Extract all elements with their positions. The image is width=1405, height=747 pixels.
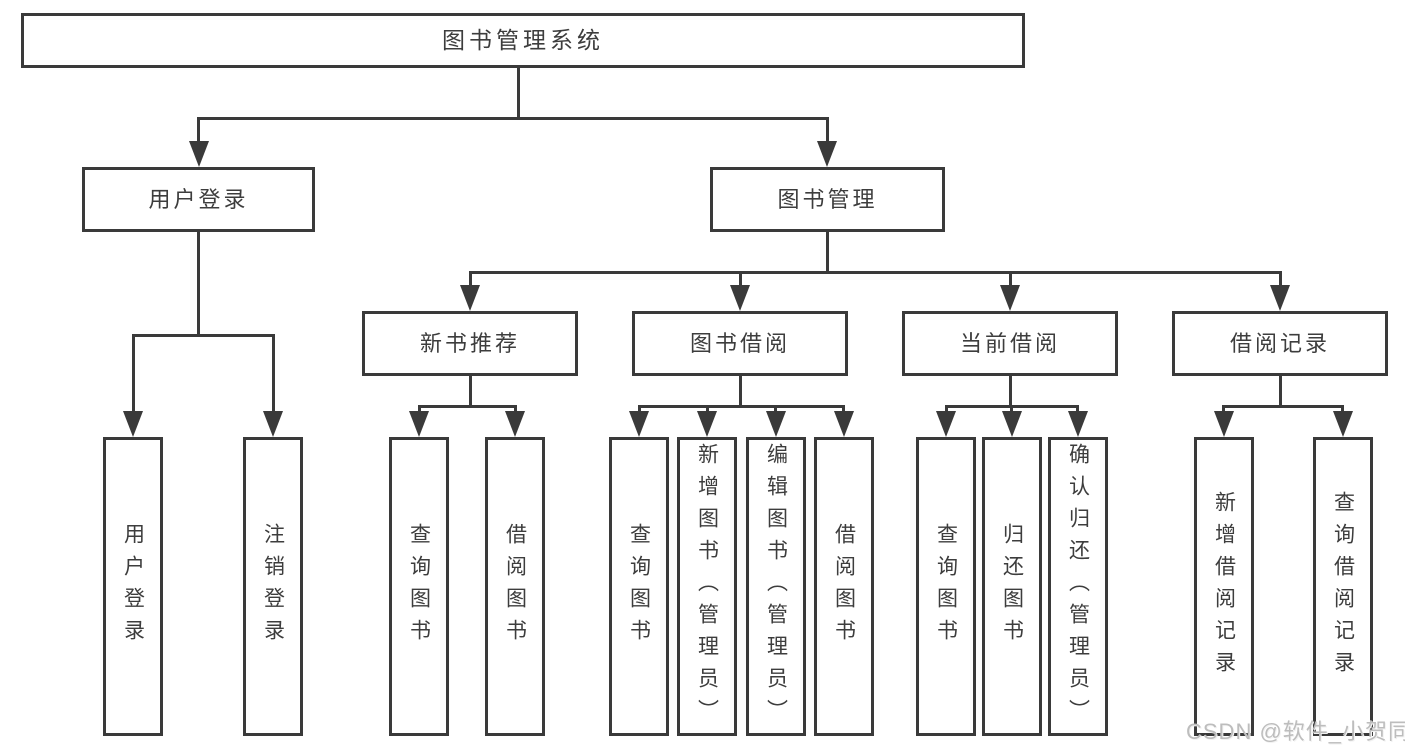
leaf-query-books-current: 查询图书 (916, 437, 976, 736)
connector-line (638, 405, 845, 408)
arrow-down-icon (505, 411, 525, 437)
connector-line (739, 376, 742, 408)
arrow-down-icon (1270, 285, 1290, 311)
node-new-book-recommend-label: 新书推荐 (419, 330, 520, 356)
leaf-logout: 注销登录 (243, 437, 303, 736)
arrow-down-icon (766, 411, 786, 437)
leaf-edit-books-admin: 编辑图书（管理员） (746, 437, 806, 736)
csdn-watermark: CSDN @软件_小贺同学 (1186, 719, 1405, 744)
leaf-query-books-recommend: 查询图书 (389, 437, 449, 736)
connector-line (1222, 405, 1344, 408)
connector-line (132, 334, 275, 337)
node-user-login-label: 用户登录 (148, 186, 249, 212)
leaf-confirm-return-admin-label: 确认归还（管理员） (1066, 442, 1090, 731)
leaf-query-books-current-label: 查询图书 (934, 522, 958, 651)
connector-line (469, 376, 472, 408)
connector-line (1009, 376, 1012, 408)
connector-line (739, 271, 742, 291)
leaf-borrow-books-recommend-label: 借阅图书 (503, 522, 527, 651)
connector-line (197, 117, 200, 149)
connector-line (826, 232, 829, 274)
node-user-login: 用户登录 (82, 167, 315, 232)
leaf-logout-label: 注销登录 (261, 522, 285, 651)
arrow-down-icon (1000, 285, 1020, 311)
arrow-down-icon (817, 141, 837, 167)
arrow-down-icon (189, 141, 209, 167)
arrow-down-icon (123, 411, 143, 437)
connector-line (132, 334, 135, 416)
leaf-query-books-borrowing: 查询图书 (609, 437, 669, 736)
leaf-query-borrow-record: 查询借阅记录 (1313, 437, 1373, 736)
node-current-borrowing-label: 当前借阅 (959, 330, 1060, 356)
arrow-down-icon (460, 285, 480, 311)
node-new-book-recommend: 新书推荐 (362, 311, 578, 376)
connector-line (1279, 376, 1282, 408)
connector-line (469, 271, 472, 291)
arrow-down-icon (936, 411, 956, 437)
leaf-user-login-label: 用户登录 (121, 522, 145, 651)
arrow-down-icon (629, 411, 649, 437)
leaf-add-borrow-record: 新增借阅记录 (1194, 437, 1254, 736)
connector-line (517, 68, 520, 117)
node-library-system-label: 图书管理系统 (442, 27, 604, 53)
arrow-down-icon (1333, 411, 1353, 437)
leaf-confirm-return-admin: 确认归还（管理员） (1048, 437, 1108, 736)
arrow-down-icon (263, 411, 283, 437)
connector-line (197, 232, 200, 337)
arrow-down-icon (1068, 411, 1088, 437)
arrow-down-icon (1002, 411, 1022, 437)
node-book-borrowing: 图书借阅 (632, 311, 848, 376)
leaf-add-borrow-record-label: 新增借阅记录 (1212, 490, 1236, 683)
node-borrowing-records-label: 借阅记录 (1229, 330, 1330, 356)
arrow-down-icon (730, 285, 750, 311)
node-book-management-label: 图书管理 (777, 186, 878, 212)
connector-line (826, 117, 829, 149)
leaf-edit-books-admin-label: 编辑图书（管理员） (764, 442, 788, 731)
leaf-user-login: 用户登录 (103, 437, 163, 736)
arrow-down-icon (1214, 411, 1234, 437)
leaf-borrow-books: 借阅图书 (814, 437, 874, 736)
connector-line (1279, 271, 1282, 291)
connector-line (272, 334, 275, 416)
node-library-system: 图书管理系统 (21, 13, 1025, 68)
node-book-management: 图书管理 (710, 167, 945, 232)
leaf-return-books-label: 归还图书 (1000, 522, 1024, 651)
leaf-add-books-admin: 新增图书（管理员） (677, 437, 737, 736)
connector-line (1009, 271, 1012, 291)
connector-line (197, 117, 829, 120)
arrow-down-icon (697, 411, 717, 437)
node-borrowing-records: 借阅记录 (1172, 311, 1388, 376)
leaf-query-books-borrowing-label: 查询图书 (627, 522, 651, 651)
node-current-borrowing: 当前借阅 (902, 311, 1118, 376)
leaf-query-borrow-record-label: 查询借阅记录 (1331, 490, 1355, 683)
node-book-borrowing-label: 图书借阅 (689, 330, 790, 356)
connector-line (469, 271, 1282, 274)
connector-line (418, 405, 517, 408)
leaf-return-books: 归还图书 (982, 437, 1042, 736)
arrow-down-icon (409, 411, 429, 437)
leaf-borrow-books-recommend: 借阅图书 (485, 437, 545, 736)
leaf-query-books-recommend-label: 查询图书 (407, 522, 431, 651)
arrow-down-icon (834, 411, 854, 437)
leaf-add-books-admin-label: 新增图书（管理员） (695, 442, 719, 731)
leaf-borrow-books-label: 借阅图书 (832, 522, 856, 651)
